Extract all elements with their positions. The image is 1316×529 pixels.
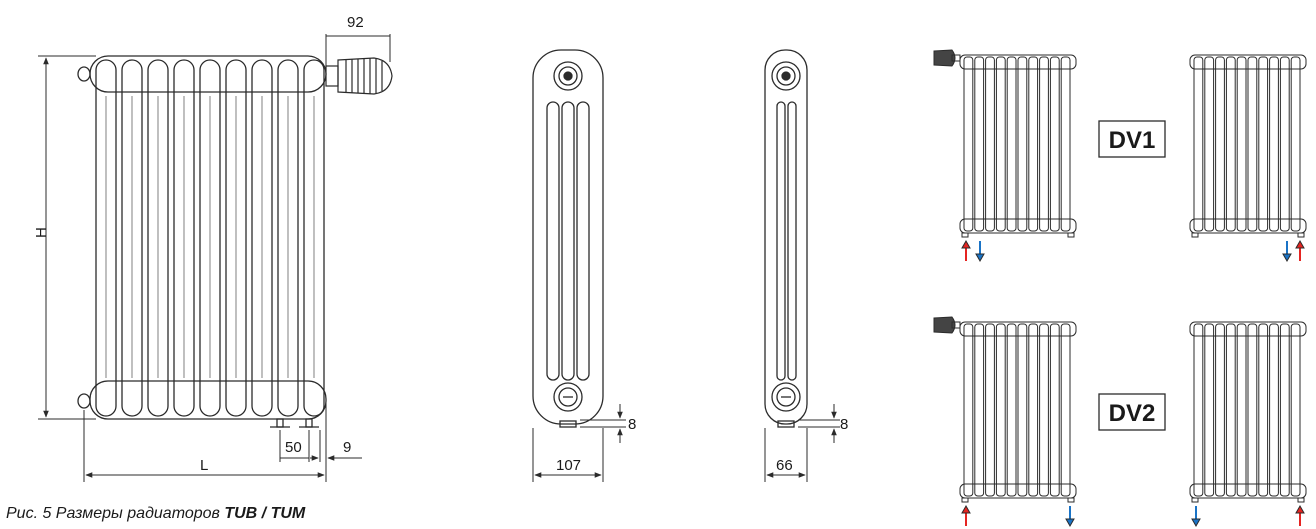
thermostatic-valve-icon: [933, 49, 961, 67]
arrow-up-icon: [961, 239, 971, 261]
caption-models: TUB / TUM: [224, 505, 306, 522]
dim-l: L: [200, 457, 208, 474]
side-view-3-column: [532, 49, 604, 428]
dim-8-b: 8: [840, 416, 848, 433]
arrow-up-icon: [1295, 239, 1305, 261]
connection-scheme: [1189, 54, 1307, 263]
connection-schemes: [933, 49, 1307, 528]
top-header: [89, 55, 327, 93]
radiator-tube: [251, 59, 273, 417]
dim-h: H: [33, 227, 50, 238]
side-3-dimensions: [532, 404, 626, 482]
thermostatic-valve-icon: [325, 57, 393, 95]
connection-stub-right: [305, 418, 313, 428]
dim-50: 50: [285, 439, 302, 456]
front-view: [77, 55, 327, 428]
radiator-tube: [225, 59, 247, 417]
radiator-tube: [277, 59, 299, 417]
radiator-tube: [147, 59, 169, 417]
dim-66: 66: [776, 457, 793, 474]
connection-stub-left: [276, 418, 284, 428]
dv1-label: DV1: [1109, 127, 1156, 154]
radiator-tube: [173, 59, 195, 417]
left-bottom-cap: [77, 393, 91, 409]
connection-scheme: [933, 316, 1077, 528]
arrow-up-icon: [1295, 504, 1305, 526]
front-dimensions: [38, 34, 391, 482]
side-2-dimensions: [764, 404, 840, 482]
lower-port-icon: [553, 382, 583, 412]
arrow-down-icon: [1065, 506, 1075, 528]
dv2-label-box: DV2: [1098, 393, 1166, 431]
radiator-tube: [303, 59, 325, 417]
connection-scheme: [933, 49, 1077, 263]
dv1-label-box: DV1: [1098, 120, 1166, 158]
dim-92: 92: [347, 14, 364, 31]
connection-scheme: [1189, 321, 1307, 528]
dv2-label: DV2: [1109, 400, 1156, 427]
radiator-tube: [199, 59, 221, 417]
radiator-tube: [95, 59, 117, 417]
caption-prefix: Рис. 5 Размеры радиаторов: [6, 505, 225, 522]
figure-caption: Рис. 5 Размеры радиаторов TUB / TUM: [6, 505, 305, 523]
side-view-2-column: [764, 49, 808, 428]
thermostatic-valve-icon: [933, 316, 961, 334]
dim-8-a: 8: [628, 416, 636, 433]
arrow-up-icon: [961, 504, 971, 526]
arrow-down-icon: [975, 241, 985, 263]
radiator-tube: [121, 59, 143, 417]
arrow-down-icon: [1191, 506, 1201, 528]
dim-107: 107: [556, 457, 581, 474]
left-top-cap: [77, 66, 91, 82]
dim-9: 9: [343, 439, 351, 456]
arrow-down-icon: [1282, 241, 1292, 263]
upper-port-icon: [553, 61, 583, 91]
